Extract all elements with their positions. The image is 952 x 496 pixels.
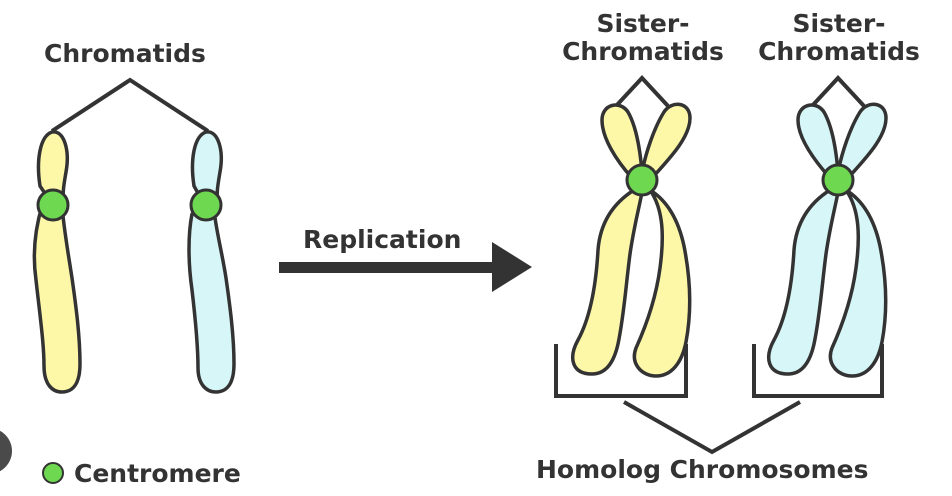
arrow-right-icon: [279, 242, 532, 292]
centromere-blue: [821, 163, 855, 197]
label-sister-chromatids-yellow: Sister- Chromatids: [556, 10, 730, 66]
legend-label-centromere: Centromere: [74, 458, 241, 488]
centromere-right: [189, 188, 223, 222]
centromere-left: [36, 188, 70, 222]
chromosome-yellow-arm-lower-left: [571, 188, 644, 376]
chromosome-blue-arm-lower-left: [767, 188, 840, 376]
centromere-dot-icon: [42, 462, 64, 484]
chromosome-blue-arm-upper-right: [836, 102, 888, 180]
sister-bracket-line-yellow: [614, 75, 670, 108]
homolog-bracket-yellow: [554, 344, 688, 398]
label-replication: Replication: [303, 225, 462, 254]
homolog-bracket-blue: [752, 344, 884, 398]
chromosome-blue-arm-lower-right: [828, 188, 888, 378]
chromosome-yellow: [571, 102, 692, 378]
label-sister-yellow-line1: Sister-: [596, 9, 690, 38]
homolog-connector-lines: [623, 400, 801, 455]
chromosome-yellow-arm-upper-left: [600, 103, 644, 180]
centromere-yellow: [625, 163, 659, 197]
chromosome-yellow-arm-lower-right: [632, 188, 692, 378]
label-sister-chromatids-blue: Sister- Chromatids: [752, 10, 926, 66]
chromosome-blue-arm-upper-left: [796, 103, 840, 180]
chromosome-yellow-arm-upper-right: [640, 102, 692, 180]
sister-bracket-line-blue: [810, 75, 866, 108]
legend: Centromere: [42, 458, 241, 488]
chromosome-blue: [767, 102, 888, 378]
label-sister-yellow-line2: Chromatids: [562, 37, 724, 66]
chromatid-left-lower: [32, 204, 82, 394]
label-sister-blue-line2: Chromatids: [758, 37, 920, 66]
label-homolog-chromosomes: Homolog Chromosomes: [536, 455, 869, 484]
chromatids-bracket-line: [50, 77, 210, 133]
label-chromatids: Chromatids: [44, 39, 206, 68]
chromatid-right-lower: [187, 208, 236, 394]
label-sister-blue-line1: Sister-: [792, 9, 886, 38]
